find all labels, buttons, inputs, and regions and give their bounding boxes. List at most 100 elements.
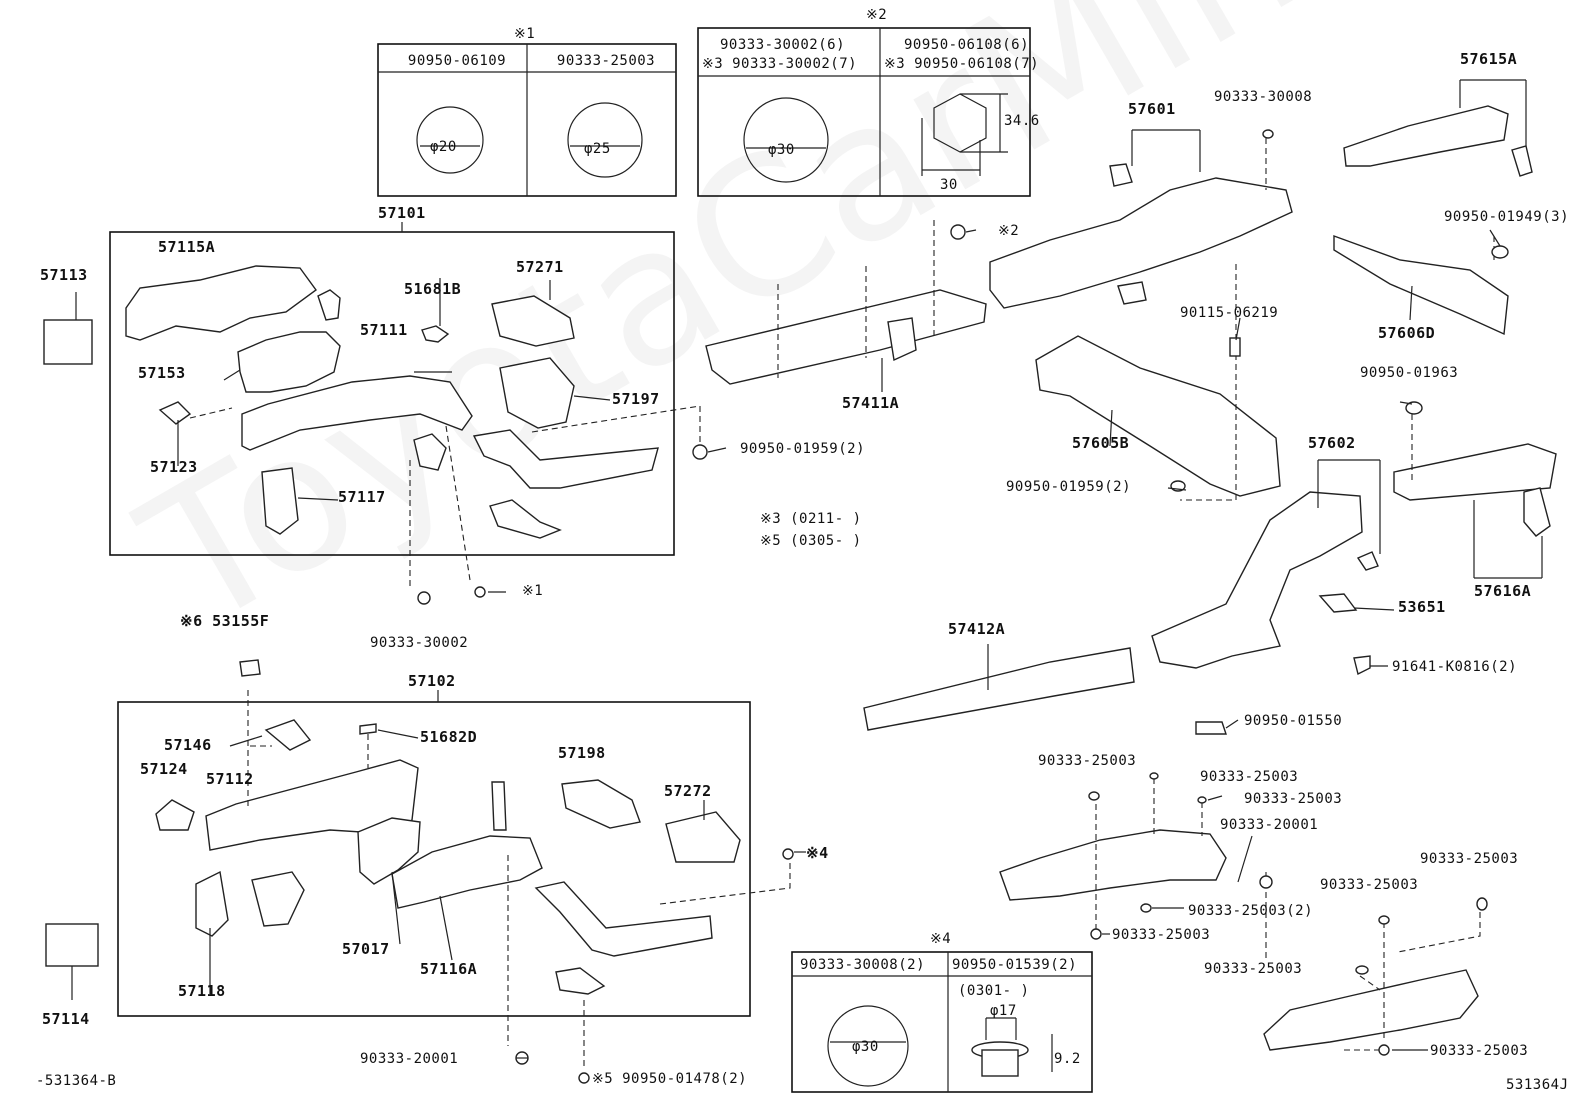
part-57114 [45, 923, 99, 967]
label-r2: 90333-25003 [1200, 769, 1299, 785]
table-4-note: (0301- ) [958, 983, 1030, 999]
label-s3: 90333-25003 [1204, 961, 1303, 977]
label-r4: 90333-20001 [1220, 817, 1319, 833]
label-57606D: 57606D [1378, 324, 1436, 342]
label-57271: 57271 [516, 258, 564, 276]
part-lower-member-front [999, 829, 1227, 901]
table-2-mark: ※2 [866, 7, 888, 23]
table-4-col2: 90950-01539(2) [952, 957, 1078, 973]
label-90950-01959-a: 90950-01959(2) [740, 441, 866, 457]
part-bracket-j [1511, 145, 1533, 177]
part-bracket-e [491, 781, 507, 831]
label-x4: ※4 [806, 844, 829, 862]
label-57601: 57601 [1128, 100, 1176, 118]
label-91641-K0816: 91641-K0816(2) [1392, 659, 1518, 675]
table-2-col2b: ※3 90950-06108(7) [884, 56, 1040, 72]
part-57116A [391, 835, 543, 909]
part-57146 [264, 719, 312, 751]
label-51681B: 51681B [404, 280, 462, 298]
footer-left-code: -531364-B [36, 1073, 117, 1089]
part-front-member [472, 429, 659, 489]
part-57153 [237, 331, 341, 393]
label-57111: 57111 [360, 321, 408, 339]
label-57112: 57112 [206, 770, 254, 788]
table-4-col1: 90333-30008(2) [800, 957, 926, 973]
part-57615A [1343, 105, 1509, 167]
part-bracket-d [251, 871, 305, 927]
group-57101-frame [109, 231, 675, 556]
label-57115A: 57115A [158, 238, 216, 256]
label-57116A: 57116A [420, 960, 478, 978]
table-4-mark: ※4 [930, 931, 952, 947]
label-57118: 57118 [178, 982, 226, 1000]
label-x2: ※2 [998, 223, 1020, 239]
label-90950-01963: 90950-01963 [1360, 365, 1459, 381]
part-57111 [241, 375, 473, 451]
table-2-dim-h: 34.6 [1004, 113, 1040, 129]
label-90950-01959-b: 90950-01959(2) [1006, 479, 1132, 495]
label-90333-20001: 90333-20001 [360, 1051, 459, 1067]
part-57412A [863, 647, 1135, 731]
label-90115-06219: 90115-06219 [1180, 305, 1279, 321]
part-53651 [1318, 593, 1358, 613]
label-53155F: ※6 53155F [180, 612, 270, 630]
label-57101: 57101 [378, 204, 426, 222]
label-57616A: 57616A [1474, 582, 1532, 600]
label-x1: ※1 [522, 583, 544, 599]
part-57112 [205, 759, 419, 851]
part-57123 [158, 401, 192, 425]
label-57197: 57197 [612, 390, 660, 408]
label-57017: 57017 [342, 940, 390, 958]
label-90333-30002: 90333-30002 [370, 635, 469, 651]
label-57272: 57272 [664, 782, 712, 800]
footer-right-code: 531364J [1506, 1077, 1569, 1093]
part-lower-member-rear [1263, 969, 1479, 1051]
part-front-member-rh [534, 881, 713, 957]
part-57198 [561, 779, 641, 829]
part-57271 [491, 295, 575, 347]
label-90950-01550: 90950-01550 [1244, 713, 1343, 729]
label-s4: 90333-25003 [1430, 1043, 1529, 1059]
part-91641 [1353, 655, 1371, 676]
table-4-frame [791, 951, 1093, 1093]
label-57411A: 57411A [842, 394, 900, 412]
label-57615A: 57615A [1460, 50, 1518, 68]
part-bracket-k [1356, 551, 1379, 571]
label-53651: 53651 [1398, 598, 1446, 616]
label-57153: 57153 [138, 364, 186, 382]
part-57113 [43, 319, 93, 365]
note-3: ※3 (0211- ) [760, 511, 862, 527]
label-r6: 90333-25003 [1112, 927, 1211, 943]
table-2-col1b: ※3 90333-30002(7) [702, 56, 858, 72]
label-r5: 90333-25003(2) [1188, 903, 1314, 919]
part-51681B [421, 325, 450, 343]
label-57602: 57602 [1308, 434, 1356, 452]
table-4-dim1: φ30 [852, 1039, 879, 1055]
label-57114: 57114 [42, 1010, 90, 1028]
group-57102-frame [117, 701, 751, 1017]
label-90333-30008: 90333-30008 [1214, 89, 1313, 105]
part-57616A-rail [1393, 443, 1557, 501]
label-r1: 90333-25003 [1038, 753, 1137, 769]
table-1-dim2: φ25 [584, 141, 611, 157]
table-2-dim-w: 30 [940, 177, 958, 193]
part-57017 [357, 817, 421, 885]
label-57123: 57123 [150, 458, 198, 476]
part-57124 [155, 799, 195, 831]
table-2-col1a: 90333-30002(6) [720, 37, 846, 53]
part-53155F [239, 659, 261, 677]
label-x5: ※5 90950-01478(2) [592, 1071, 748, 1087]
table-1-col1: 90950-06109 [407, 53, 507, 69]
part-bracket-b [413, 433, 447, 471]
part-57606D [1333, 235, 1509, 336]
part-57117 [261, 467, 299, 535]
label-57146: 57146 [164, 736, 212, 754]
part-bracket-i [1117, 281, 1147, 305]
part-51682D [359, 723, 377, 735]
part-bracket-a [317, 289, 341, 321]
part-57411A [705, 289, 987, 385]
part-bracket-f [555, 967, 606, 995]
table-2-col2a: 90950-06108(6) [904, 37, 1030, 53]
